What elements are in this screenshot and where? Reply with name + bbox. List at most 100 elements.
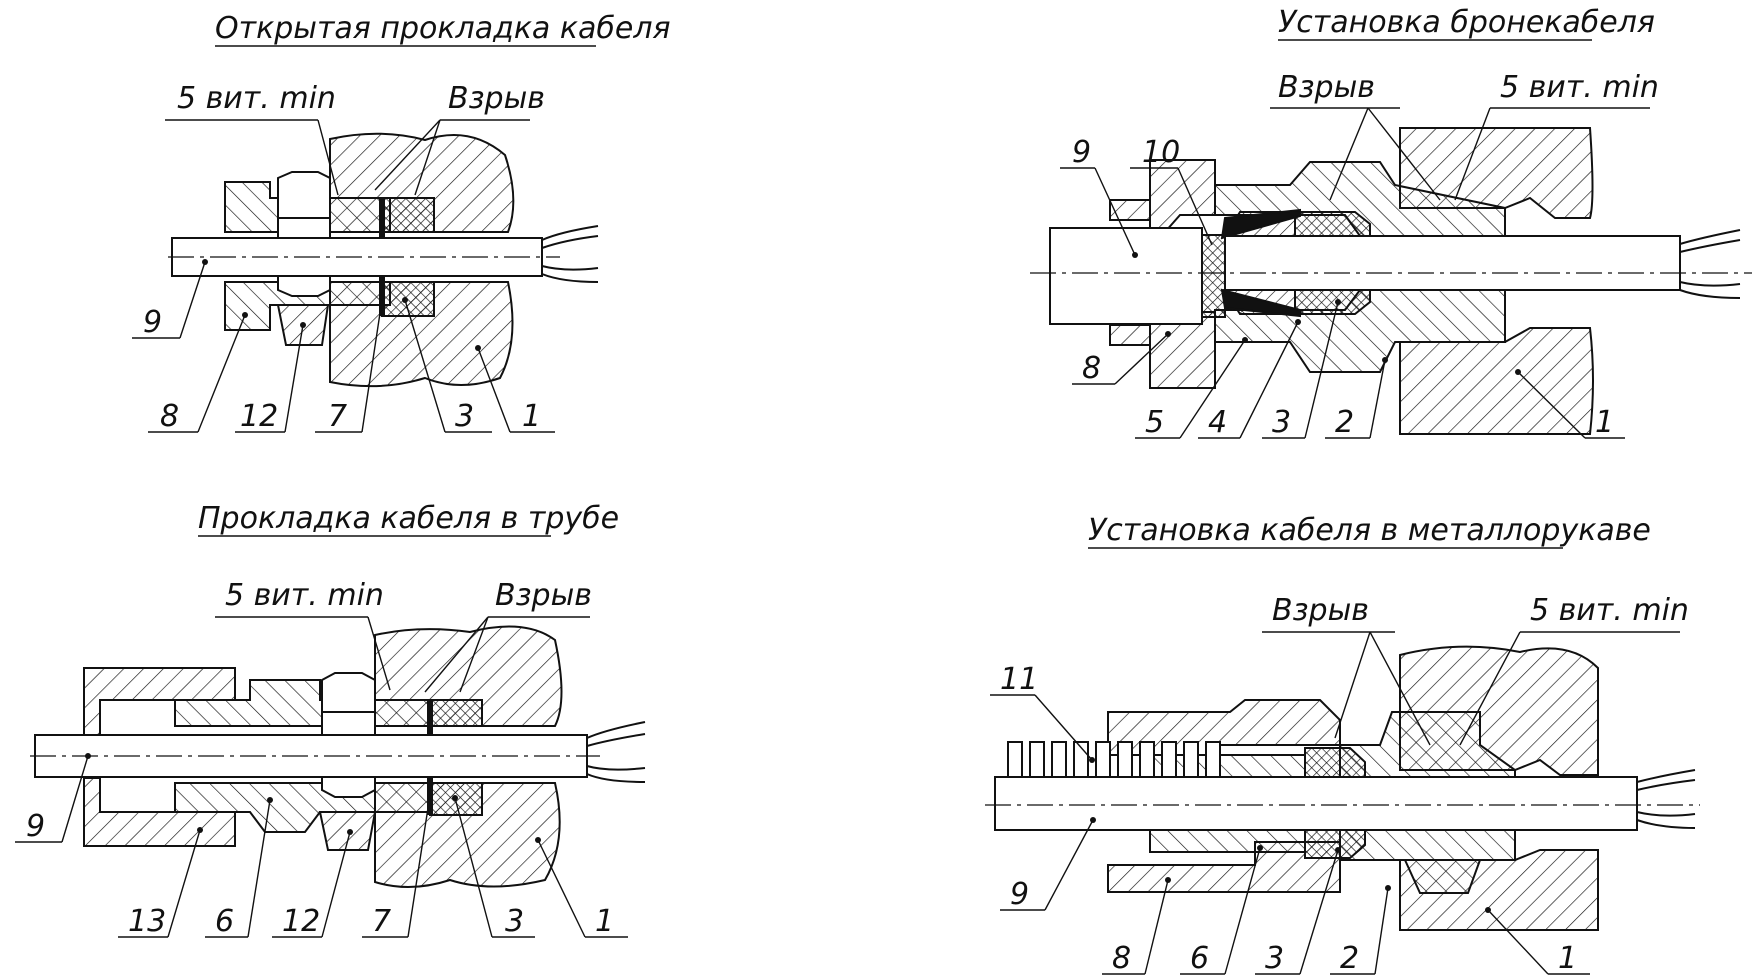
- callout-9: 9: [1060, 135, 1138, 258]
- svg-text:7: 7: [372, 904, 391, 939]
- callout-9: 9: [1000, 817, 1096, 912]
- explosion-label: Взрыв: [1272, 593, 1369, 628]
- svg-text:12: 12: [240, 399, 278, 434]
- svg-text:7: 7: [328, 399, 347, 434]
- callout-13: 13: [118, 827, 203, 939]
- leader-line: [459, 616, 489, 693]
- seal-ring: [429, 699, 483, 727]
- cable-wires: [1679, 281, 1741, 299]
- callout-8: 8: [1072, 331, 1171, 386]
- svg-text:1: 1: [595, 904, 614, 939]
- leader-line: [1459, 631, 1521, 746]
- svg-text:2: 2: [1335, 405, 1354, 440]
- callout-3: 3: [402, 297, 492, 434]
- cable-wires: [541, 265, 599, 283]
- panel-armored-cable: Установка бронекабеля Взрыв: [1030, 5, 1752, 440]
- gland-body: [1339, 829, 1516, 894]
- cable-wires: [1636, 769, 1696, 791]
- callout-11: 11: [990, 662, 1095, 763]
- callout-5: 5: [1135, 337, 1248, 440]
- svg-text:3: 3: [455, 399, 474, 434]
- cable-wires: [586, 721, 646, 747]
- turns-label: 5 вит. min: [1530, 593, 1689, 628]
- leader-line: [1329, 107, 1369, 201]
- seal-ring: [1304, 829, 1366, 859]
- turns-label: 5 вит. min: [177, 81, 336, 116]
- seal-ring: [381, 197, 435, 233]
- svg-text:8: 8: [160, 399, 179, 434]
- seal-ring: [1294, 289, 1371, 315]
- svg-text:1: 1: [1595, 405, 1614, 440]
- svg-text:6: 6: [1190, 941, 1209, 976]
- callout-4: 4: [1198, 319, 1301, 440]
- enclosure-wall: [1399, 327, 1594, 435]
- svg-text:8: 8: [1112, 941, 1131, 976]
- turns-label: 5 вит. min: [225, 578, 384, 613]
- svg-text:9: 9: [143, 305, 162, 340]
- callout-3: 3: [1255, 847, 1341, 976]
- callout-1: 1: [475, 345, 555, 434]
- panel-open-laying: Открытая прокладка кабеля 5 вит. min Взр…: [132, 11, 671, 434]
- svg-text:13: 13: [128, 904, 166, 939]
- explosion-label: Взрыв: [495, 578, 592, 613]
- panel-title: Установка кабеля в металлорукаве: [1088, 513, 1651, 548]
- leader-line: [1367, 107, 1441, 201]
- enclosure-wall: [329, 281, 514, 388]
- callout-7: 7: [315, 299, 383, 434]
- svg-text:10: 10: [1142, 135, 1180, 170]
- svg-text:12: 12: [282, 904, 320, 939]
- turns-label: 5 вит. min: [1500, 70, 1659, 105]
- svg-text:9: 9: [26, 809, 45, 844]
- cap-nut: [1109, 324, 1151, 346]
- cable-core: [1224, 235, 1681, 291]
- svg-text:11: 11: [1000, 662, 1038, 697]
- callout-7: 7: [362, 794, 431, 939]
- seal-ring: [1304, 747, 1366, 778]
- callout-10: 10: [1130, 135, 1213, 246]
- panel-title: Прокладка кабеля в трубе: [198, 501, 619, 536]
- cable-wires: [1679, 229, 1741, 253]
- cable: [994, 776, 1638, 831]
- svg-text:1: 1: [522, 399, 541, 434]
- bushing: [1199, 234, 1226, 318]
- leader-line: [1334, 631, 1371, 739]
- callout-2: 2: [1325, 357, 1388, 440]
- armored-cable: [1049, 227, 1203, 325]
- leader-line: [414, 119, 441, 196]
- leader-line: [1369, 631, 1431, 746]
- callout-8: 8: [1102, 877, 1171, 976]
- callout-3: 3: [452, 795, 535, 939]
- adapter: [1149, 829, 1306, 853]
- callout-1: 1: [535, 837, 628, 939]
- callout-8: 8: [148, 312, 248, 434]
- panel-title: Установка бронекабеля: [1278, 5, 1655, 40]
- callout-6: 6: [1180, 845, 1263, 976]
- leader-line: [1454, 107, 1491, 201]
- callout-12: 12: [272, 829, 353, 939]
- leader-line: [424, 616, 489, 693]
- panel-pipe-laying: Прокладка кабеля в трубе 5 вит. min: [15, 501, 646, 939]
- callout-12: 12: [235, 322, 306, 434]
- explosion-label: Взрыв: [1278, 70, 1375, 105]
- svg-text:5: 5: [1145, 405, 1164, 440]
- svg-text:4: 4: [1208, 405, 1227, 440]
- svg-text:8: 8: [1082, 351, 1101, 386]
- callout-1: 1: [1515, 369, 1625, 440]
- cable-wires: [541, 225, 599, 249]
- svg-text:1: 1: [1558, 941, 1577, 976]
- seal-ring: [1294, 211, 1371, 237]
- svg-text:3: 3: [1265, 941, 1284, 976]
- callout-9: 9: [15, 753, 91, 844]
- armor-cone: [1220, 208, 1301, 240]
- panel-metal-hose: Установка кабеля в металлорукаве: [985, 513, 1700, 976]
- cable-wires: [1636, 811, 1696, 829]
- svg-text:3: 3: [505, 904, 524, 939]
- callout-1: 1: [1485, 907, 1590, 976]
- svg-text:3: 3: [1272, 405, 1291, 440]
- panel-title: Открытая прокладка кабеля: [215, 11, 671, 46]
- explosion-label: Взрыв: [448, 81, 545, 116]
- cap-nut: [1149, 159, 1216, 233]
- leader-line: [374, 119, 441, 191]
- cable-wires: [586, 765, 646, 783]
